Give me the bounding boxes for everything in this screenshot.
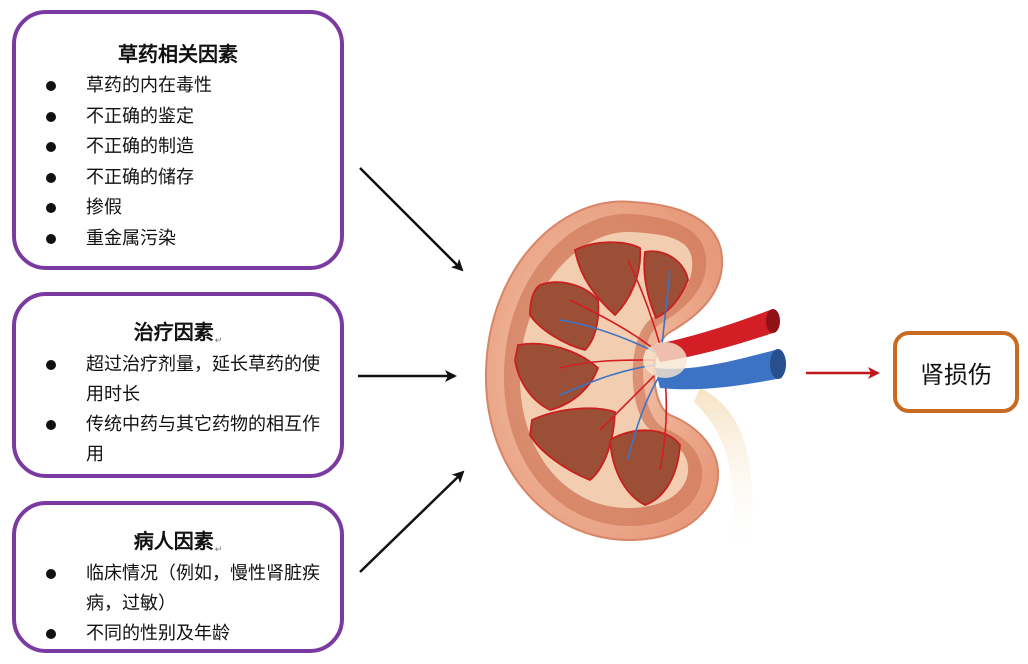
artery-opening — [766, 309, 780, 333]
list-item: 掺假 — [42, 193, 322, 224]
treatment-factors-title: 治疗因素↵ — [16, 316, 340, 346]
list-item: 超过治疗剂量，延长草药的使用时长 — [42, 350, 322, 410]
arrow-patient-to-kidney — [359, 470, 465, 573]
renal-pyramids — [514, 241, 689, 506]
bullet-icon — [46, 569, 56, 579]
treatment-title-text: 治疗因素 — [133, 320, 214, 344]
bullet-icon — [46, 111, 56, 122]
patient-title-text: 病人因素 — [133, 529, 214, 553]
list-item-text: 不正确的鉴定 — [86, 105, 194, 127]
list-item-text: 草药的内在毒性 — [86, 75, 212, 96]
bullet-icon — [46, 360, 56, 370]
list-item-text: 不正确的制造 — [86, 136, 194, 157]
list-item-text: 不同的性别及年龄 — [86, 623, 230, 644]
list-item-text: 传统中药与其它药物的相互作用 — [86, 414, 320, 465]
bullet-icon — [46, 629, 56, 639]
patient-factors-title: 病人因素↵ — [16, 525, 340, 555]
paragraph-mark-icon: ↵ — [214, 336, 223, 346]
bullet-icon — [46, 203, 56, 213]
list-item: 不同的性别及年龄 — [42, 619, 322, 649]
list-item: 不正确的鉴定 — [42, 102, 322, 133]
kidney-illustration — [484, 200, 786, 560]
list-item: 不正确的制造 — [42, 132, 322, 163]
bullet-icon — [46, 142, 56, 152]
ureter — [694, 388, 753, 560]
list-item: 不正确的储存 — [42, 163, 322, 194]
list-item: 草药的内在毒性 — [42, 71, 322, 102]
list-item-text: 超过治疗剂量，延长草药的使用时长 — [86, 354, 320, 405]
list-item-text: 掺假 — [86, 197, 122, 218]
bullet-icon — [46, 233, 56, 244]
treatment-factors-box: 治疗因素↵ 超过治疗剂量，延长草药的使用时长 传统中药与其它药物的相互作用 — [12, 292, 344, 478]
renal-artery — [652, 310, 776, 362]
treatment-factors-list: 超过治疗剂量，延长草药的使用时长 传统中药与其它药物的相互作用 — [16, 350, 340, 470]
list-item: 传统中药与其它药物的相互作用 — [42, 410, 322, 470]
list-item-text: 临床情况（例如，慢性肾脏疾病，过敏） — [86, 563, 320, 614]
patient-factors-box: 病人因素↵ 临床情况（例如，慢性肾脏疾病，过敏） 不同的性别及年龄 — [12, 501, 344, 653]
renal-vein — [655, 350, 782, 390]
list-item: 临床情况（例如，慢性肾脏疾病，过敏） — [42, 559, 322, 619]
list-item-text: 重金属污染 — [86, 227, 176, 249]
herb-factors-list: 草药的内在毒性 不正确的鉴定 不正确的制造 不正确的储存 掺假 重金属污染 — [16, 71, 340, 254]
result-label: 肾损伤 — [920, 360, 992, 389]
paragraph-mark-icon: ↵ — [214, 545, 223, 555]
list-item: 重金属污染 — [42, 224, 322, 255]
bullet-icon — [46, 81, 56, 91]
bullet-icon — [46, 420, 56, 430]
herb-factors-box: 草药相关因素 草药的内在毒性 不正确的鉴定 不正确的制造 不正确的储存 掺假 重… — [12, 10, 344, 270]
renal-pelvis — [643, 342, 687, 378]
kidney-injury-result-box: 肾损伤 — [893, 331, 1019, 413]
list-item-text: 不正确的储存 — [86, 166, 194, 188]
patient-factors-list: 临床情况（例如，慢性肾脏疾病，过敏） 不同的性别及年龄 — [16, 559, 340, 649]
bullet-icon — [46, 172, 56, 183]
vein-opening — [770, 349, 786, 379]
herb-factors-title: 草药相关因素 — [118, 42, 238, 66]
arrow-herb-to-kidney — [359, 167, 464, 272]
